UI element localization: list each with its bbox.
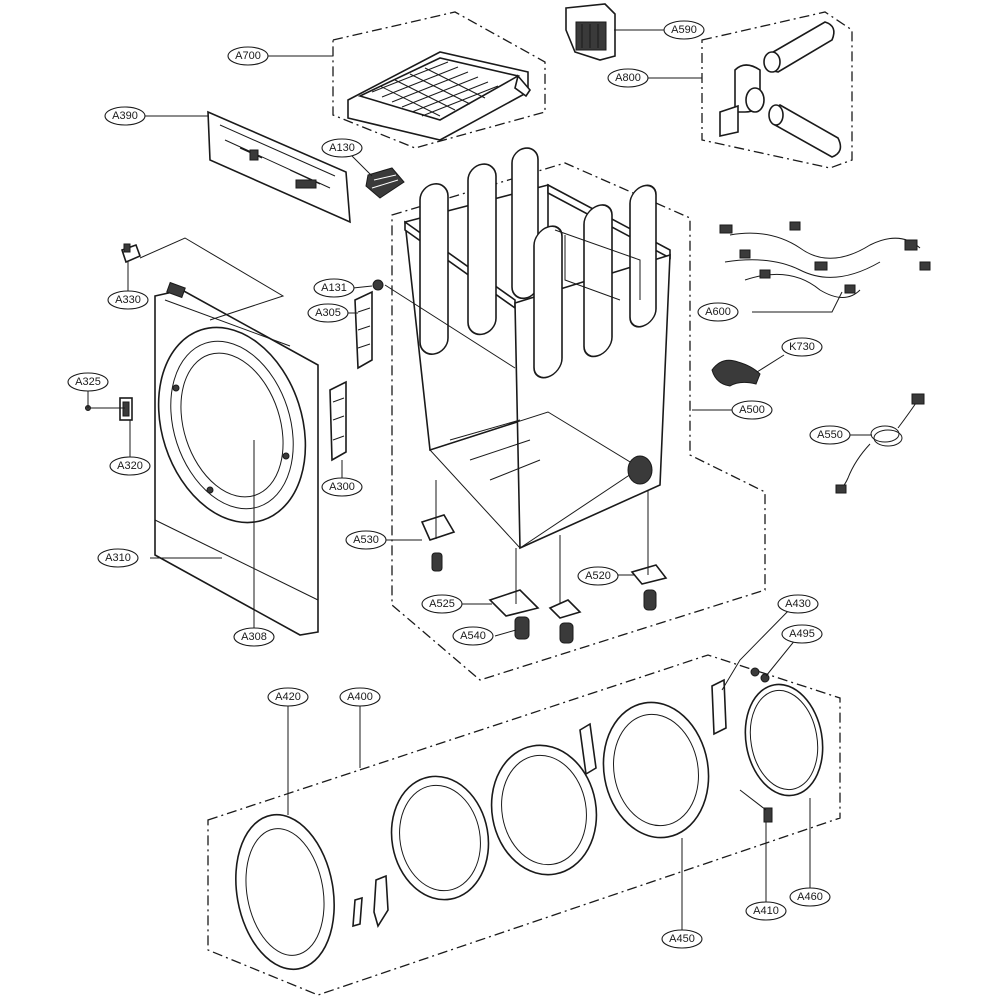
label-A420: A420 — [267, 687, 309, 707]
door-group-outline — [207, 654, 841, 996]
label-A310: A310 — [97, 548, 139, 568]
label-A525: A525 — [421, 594, 463, 614]
svg-text:A495: A495 — [789, 628, 815, 640]
cabinet-group-outline — [391, 162, 766, 681]
control-knob-part — [365, 167, 405, 199]
label-A530: A530 — [345, 530, 387, 550]
leg-bracket-left — [420, 514, 456, 572]
leg-bracket-right — [630, 564, 668, 611]
svg-text:A420: A420 — [275, 691, 301, 703]
label-A308: A308 — [233, 627, 275, 647]
svg-text:A800: A800 — [615, 72, 641, 84]
svg-text:A308: A308 — [241, 631, 267, 643]
door-glass-bowl — [490, 744, 598, 876]
svg-text:A525: A525 — [429, 598, 455, 610]
small-bracket-part — [120, 243, 142, 264]
label-A130: A130 — [321, 138, 363, 158]
door-handle-parts — [352, 874, 389, 928]
sensor-cable-part — [711, 359, 761, 387]
label-A300: A300 — [321, 477, 363, 497]
wire-harness — [719, 221, 931, 298]
front-panel — [154, 281, 319, 636]
label-K730: K730 — [781, 337, 823, 357]
door-outer-ring — [235, 813, 335, 971]
label-A400: A400 — [339, 687, 381, 707]
label-A590: A590 — [663, 20, 705, 40]
label-A540: A540 — [452, 626, 494, 646]
svg-text:A305: A305 — [315, 307, 341, 319]
svg-text:A540: A540 — [460, 630, 486, 642]
exhaust-duct-parts — [719, 21, 842, 158]
svg-text:A430: A430 — [785, 598, 811, 610]
door-inner-frame — [602, 701, 710, 839]
door-latch-part — [85, 397, 133, 421]
label-A410: A410 — [745, 901, 787, 921]
label-A330: A330 — [107, 290, 149, 310]
svg-text:A330: A330 — [115, 294, 141, 306]
hinge-bracket-lower — [329, 380, 347, 462]
label-A520: A520 — [577, 566, 619, 586]
label-A500: A500 — [731, 400, 773, 420]
label-A600: A600 — [697, 302, 739, 322]
label-A325: A325 — [67, 372, 109, 392]
svg-text:A410: A410 — [753, 905, 779, 917]
svg-text:A590: A590 — [671, 24, 697, 36]
hinge-bracket-upper — [354, 290, 373, 370]
svg-text:A600: A600 — [705, 306, 731, 318]
svg-text:A325: A325 — [75, 376, 101, 388]
cabinet-screw-part — [372, 279, 384, 291]
label-A131: A131 — [313, 278, 355, 298]
door-hinge-bracket — [711, 678, 727, 736]
cabinet-body — [404, 147, 671, 550]
label-A700: A700 — [227, 46, 269, 66]
svg-text:A320: A320 — [117, 460, 143, 472]
label-A550: A550 — [809, 425, 851, 445]
svg-text:K730: K730 — [789, 341, 815, 353]
label-A430: A430 — [777, 594, 819, 614]
power-cord — [835, 393, 925, 494]
svg-text:A700: A700 — [235, 50, 261, 62]
svg-text:A450: A450 — [669, 933, 695, 945]
label-A305: A305 — [307, 303, 349, 323]
control-panel-frame — [207, 110, 351, 224]
top-filter-panel — [347, 51, 532, 141]
svg-text:A460: A460 — [797, 891, 823, 903]
svg-text:A530: A530 — [353, 534, 379, 546]
label-A320: A320 — [109, 456, 151, 476]
duct-group-outline — [701, 11, 853, 169]
door-glass-inner-ring — [390, 775, 490, 901]
door-gasket — [744, 683, 824, 797]
leg-bracket-center — [488, 589, 582, 644]
svg-text:A400: A400 — [347, 691, 373, 703]
svg-text:A550: A550 — [817, 429, 843, 441]
svg-text:A390: A390 — [112, 110, 138, 122]
label-A460: A460 — [789, 887, 831, 907]
door-small-screws — [750, 667, 773, 823]
svg-text:A520: A520 — [585, 570, 611, 582]
label-A450: A450 — [661, 929, 703, 949]
svg-text:A131: A131 — [321, 282, 347, 294]
label-A800: A800 — [607, 68, 649, 88]
door-hinge-part — [579, 722, 597, 776]
svg-text:A500: A500 — [739, 404, 765, 416]
label-A495: A495 — [781, 624, 823, 644]
label-A390: A390 — [104, 106, 146, 126]
top-panel-group-outline — [332, 11, 546, 149]
svg-text:A310: A310 — [105, 552, 131, 564]
svg-text:A300: A300 — [329, 481, 355, 493]
vent-connector-part — [565, 3, 616, 61]
svg-text:A130: A130 — [329, 142, 355, 154]
